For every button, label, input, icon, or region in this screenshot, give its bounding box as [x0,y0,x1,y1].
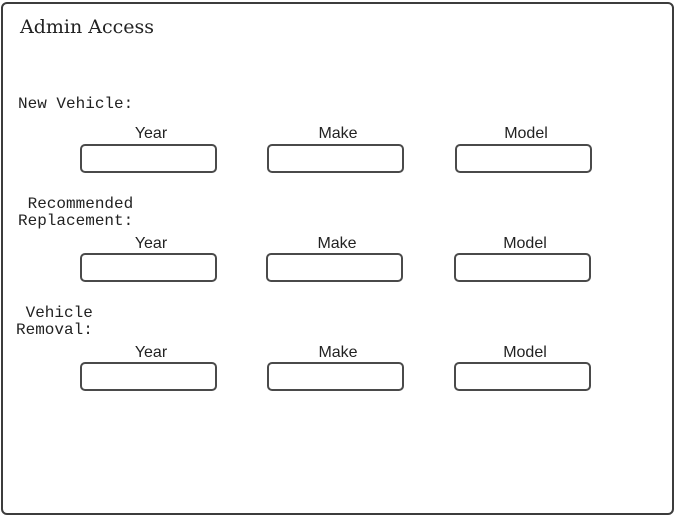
new-vehicle-label: New Vehicle: [18,95,134,113]
new-vehicle-model-label: Model [504,125,548,142]
recommended-replacement-label: Recommended Replacement: [18,195,134,230]
new-vehicle-year-label: Year [134,125,168,142]
new-vehicle-make-input[interactable] [267,144,404,173]
new-vehicle-year-input[interactable] [80,144,217,173]
removal-model-label: Model [503,344,547,361]
removal-make-input[interactable] [267,362,404,391]
replacement-year-label: Year [134,235,168,252]
vehicle-removal-label: Vehicle Removal: [16,304,93,339]
removal-year-input[interactable] [80,362,217,391]
removal-year-label: Year [134,344,168,361]
removal-model-input[interactable] [454,362,591,391]
page-title: Admin Access [20,16,155,38]
replacement-model-input[interactable] [454,253,591,282]
removal-make-label: Make [318,344,358,361]
replacement-model-label: Model [503,235,547,252]
new-vehicle-model-input[interactable] [455,144,592,173]
replacement-year-input[interactable] [80,253,217,282]
replacement-make-input[interactable] [266,253,403,282]
new-vehicle-make-label: Make [318,125,358,142]
replacement-make-label: Make [317,235,357,252]
